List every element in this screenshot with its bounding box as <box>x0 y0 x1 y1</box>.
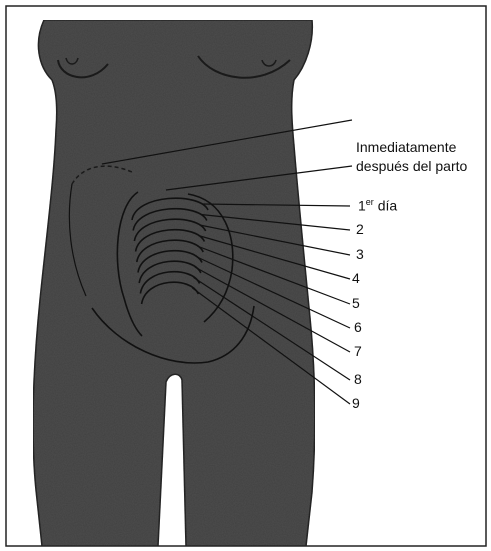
day-2-label: 2 <box>356 222 364 236</box>
day-5-label: 5 <box>352 296 360 310</box>
day-3-label: 3 <box>356 247 364 261</box>
day-4-label: 4 <box>352 271 360 285</box>
postpartum-label-line2: después del parto <box>356 159 467 173</box>
day-7-label: 7 <box>354 344 362 358</box>
day-1-label: 1er día <box>358 198 397 213</box>
day-6-label: 6 <box>354 320 362 334</box>
torso-silhouette <box>33 20 315 546</box>
day-1-word: día <box>378 198 397 214</box>
day-1-superscript: er <box>366 197 374 207</box>
day-9-label: 9 <box>352 396 360 410</box>
postpartum-label-line1: Inmediatamente <box>356 140 456 154</box>
day-1-number: 1 <box>358 198 366 214</box>
day-8-label: 8 <box>354 372 362 386</box>
